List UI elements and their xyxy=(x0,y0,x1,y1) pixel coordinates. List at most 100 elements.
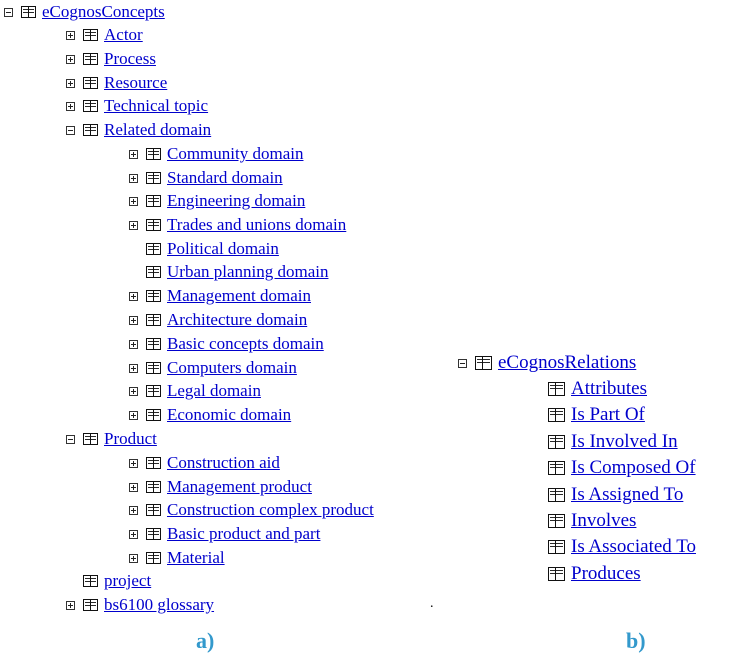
tree-node[interactable]: Product xyxy=(66,428,157,450)
tree-node[interactable]: Material xyxy=(129,547,225,569)
tree-link[interactable]: Process xyxy=(104,49,156,68)
relation-link[interactable]: Is Part Of xyxy=(571,404,645,426)
tree-node[interactable]: Resource xyxy=(66,72,167,94)
tree-node[interactable]: Management domain xyxy=(129,285,311,307)
tree-node-root[interactable]: eCognosConcepts xyxy=(4,1,165,23)
book-icon xyxy=(146,481,161,493)
tree-link[interactable]: Trades and unions domain xyxy=(167,215,347,234)
expand-toggle-icon[interactable] xyxy=(129,291,138,301)
expand-toggle-icon[interactable] xyxy=(129,196,138,206)
tree-link[interactable]: Management domain xyxy=(167,286,311,305)
tree-node[interactable]: bs6100 glossary xyxy=(66,594,214,616)
tree-link[interactable]: Engineering domain xyxy=(167,191,306,210)
expand-toggle-icon[interactable] xyxy=(129,220,138,230)
expand-toggle-icon[interactable] xyxy=(66,600,75,610)
tree-node[interactable]: Construction aid xyxy=(129,452,280,474)
tree-link[interactable]: Technical topic xyxy=(104,96,209,115)
expand-toggle-icon[interactable] xyxy=(129,553,138,563)
relation-link[interactable]: Is Involved In xyxy=(571,430,678,452)
book-icon xyxy=(548,540,565,555)
book-icon xyxy=(146,385,161,397)
tree-link[interactable]: bs6100 glossary xyxy=(104,595,215,614)
tree-node[interactable]: Related domain xyxy=(66,119,211,141)
tree-link[interactable]: Related domain xyxy=(104,120,212,139)
expand-toggle-icon[interactable] xyxy=(129,339,138,349)
tree-node[interactable]: Urban planning domain xyxy=(129,261,328,283)
relation-link[interactable]: Is Assigned To xyxy=(571,483,684,505)
expand-toggle-icon[interactable] xyxy=(66,78,75,88)
tree-link[interactable]: Legal domain xyxy=(167,381,261,400)
expand-toggle-icon[interactable] xyxy=(129,386,138,396)
tree-node[interactable]: Legal domain xyxy=(129,380,261,402)
collapse-toggle-icon[interactable] xyxy=(4,7,13,17)
tree-node[interactable]: Construction complex product xyxy=(129,499,374,521)
tree-link[interactable]: Political domain xyxy=(167,239,279,258)
relation-node[interactable]: Is Associated To xyxy=(548,536,696,558)
tree-node[interactable]: Economic domain xyxy=(129,404,291,426)
tree-node[interactable]: Standard domain xyxy=(129,167,283,189)
tree-link[interactable]: Urban planning domain xyxy=(167,262,329,281)
tree-node[interactable]: Management product xyxy=(129,476,312,498)
tree-link[interactable]: Community domain xyxy=(167,144,304,163)
tree-link[interactable]: Material xyxy=(167,548,225,567)
tree-node[interactable]: Technical topic xyxy=(66,95,208,117)
relation-link[interactable]: Involves xyxy=(571,510,637,531)
tree-node[interactable]: Architecture domain xyxy=(129,309,307,331)
tree-node[interactable]: Trades and unions domain xyxy=(129,214,346,236)
relation-node[interactable]: Produces xyxy=(548,563,641,585)
tree-link[interactable]: Architecture domain xyxy=(167,310,308,329)
tree-node[interactable]: project xyxy=(66,570,151,592)
relation-link[interactable]: Attributes xyxy=(571,378,647,399)
book-icon xyxy=(146,195,161,207)
relation-node[interactable]: Is Composed Of xyxy=(548,457,696,479)
tree-node[interactable]: Computers domain xyxy=(129,357,297,379)
tree-link-ecognosrelations[interactable]: eCognosRelations xyxy=(498,352,637,373)
relation-node[interactable]: Is Involved In xyxy=(548,431,678,453)
tree-node[interactable]: Political domain xyxy=(129,238,279,260)
relation-link[interactable]: Produces xyxy=(571,562,641,584)
expand-toggle-icon[interactable] xyxy=(66,30,75,40)
expand-toggle-icon[interactable] xyxy=(129,482,138,492)
tree-link[interactable]: Standard domain xyxy=(167,168,283,187)
relation-link[interactable]: Is Composed Of xyxy=(571,457,696,479)
tree-node[interactable]: Basic product and part xyxy=(129,523,320,545)
expand-toggle-icon[interactable] xyxy=(129,149,138,159)
tree-link[interactable]: Construction complex product xyxy=(167,500,374,519)
relation-node[interactable]: Involves xyxy=(548,510,636,532)
expand-toggle-icon[interactable] xyxy=(129,363,138,373)
relation-node[interactable]: Attributes xyxy=(548,378,647,400)
tree-node[interactable]: Actor xyxy=(66,24,143,46)
tree-link[interactable]: Computers domain xyxy=(167,358,297,377)
tree-node[interactable]: Engineering domain xyxy=(129,190,305,212)
expand-toggle-icon[interactable] xyxy=(129,458,138,468)
tree-link[interactable]: Resource xyxy=(104,73,168,92)
expand-toggle-icon[interactable] xyxy=(129,315,138,325)
expand-toggle-icon[interactable] xyxy=(129,410,138,420)
expand-toggle-icon[interactable] xyxy=(66,101,75,111)
book-icon xyxy=(146,552,161,564)
tree-link[interactable]: Construction aid xyxy=(167,453,280,472)
relation-node[interactable]: Is Assigned To xyxy=(548,484,683,506)
expand-toggle-icon[interactable] xyxy=(129,529,138,539)
tree-link[interactable]: Product xyxy=(104,429,157,448)
relation-node[interactable]: Is Part Of xyxy=(548,404,645,426)
expand-toggle-icon[interactable] xyxy=(66,54,75,64)
tree-link[interactable]: project xyxy=(104,571,152,590)
tree-link[interactable]: Basic concepts domain xyxy=(167,334,324,353)
tree-node[interactable]: Community domain xyxy=(129,143,303,165)
expand-toggle-icon[interactable] xyxy=(129,173,138,183)
collapse-toggle-icon[interactable] xyxy=(458,358,467,368)
tree-link[interactable]: Management product xyxy=(167,477,312,496)
tree-node[interactable]: Process xyxy=(66,48,156,70)
tree-link[interactable]: Actor xyxy=(104,25,143,44)
tree-node[interactable]: Basic concepts domain xyxy=(129,333,324,355)
tree-node-root-relations[interactable]: eCognosRelations xyxy=(458,352,636,374)
expand-toggle-icon[interactable] xyxy=(129,505,138,515)
tree-link[interactable]: Economic domain xyxy=(167,405,292,424)
collapse-toggle-icon[interactable] xyxy=(66,125,75,135)
relation-link[interactable]: Is Associated To xyxy=(571,536,696,558)
tree-link[interactable]: Basic product and part xyxy=(167,524,321,543)
tree-link-ecognosconcepts[interactable]: eCognosConcepts xyxy=(42,2,165,21)
book-icon xyxy=(83,124,98,136)
collapse-toggle-icon[interactable] xyxy=(66,434,75,444)
